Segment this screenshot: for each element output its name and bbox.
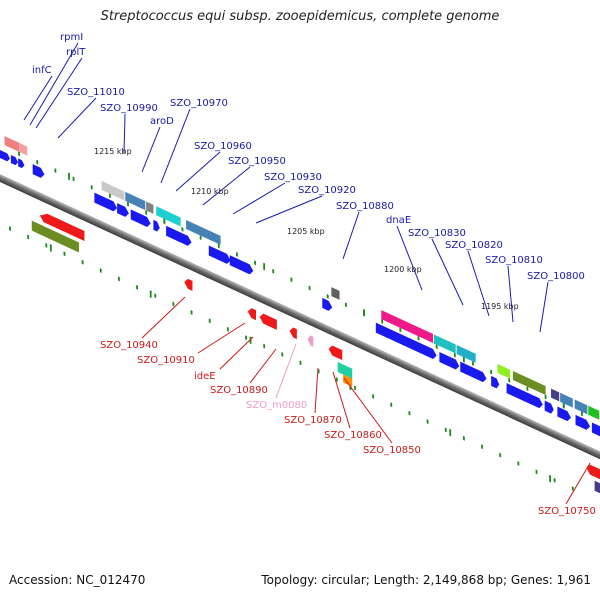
gene-label-SZO_10930: SZO_10930 — [264, 172, 322, 183]
genome-stats-label: Topology: circular; Length: 2,149,868 bp… — [261, 573, 591, 587]
top-leader-lines — [23, 42, 549, 333]
tick-row-top-outer — [18, 151, 583, 417]
map-title: Streptococcus equi subsp. zooepidemicus,… — [100, 9, 500, 24]
gene-label-aroD: aroD — [150, 116, 174, 127]
gene-label-SZO_11010: SZO_11010 — [67, 87, 125, 98]
gene-label-SZO_10940: SZO_10940 — [100, 340, 158, 351]
cds-forward-row — [0, 150, 600, 440]
gene-label-SZO_10800: SZO_10800 — [527, 271, 585, 282]
gene-label-dnaE: dnaE — [386, 215, 411, 226]
kbp-label: 1215 kbp — [94, 147, 132, 156]
features-bottom — [31, 220, 600, 497]
gene-label-rpmI: rpmI — [60, 32, 83, 43]
gene-label-SZO_10870: SZO_10870 — [284, 415, 342, 426]
bottom-leader-lines — [141, 296, 591, 505]
gene-label-SZO_m0080: SZO_m0080 — [246, 400, 307, 411]
gene-label-SZO_10810: SZO_10810 — [485, 255, 543, 266]
accession-label: Accession: NC_012470 — [9, 573, 146, 587]
gene-label-SZO_10960: SZO_10960 — [194, 141, 252, 152]
kbp-label: 1210 kbp — [191, 187, 229, 196]
gene-label-infC: infC — [32, 65, 52, 76]
gene-label-SZO_10880: SZO_10880 — [336, 201, 394, 212]
gene-label-SZO_10990: SZO_10990 — [100, 103, 158, 114]
gene-label-rplT: rplT — [66, 47, 86, 58]
gene-label-SZO_10850: SZO_10850 — [363, 445, 421, 456]
gene-label-SZO_10860: SZO_10860 — [324, 430, 382, 441]
leader-line-m0080 — [275, 343, 297, 399]
kbp-label: 1205 kbp — [287, 227, 325, 236]
cds-m0080 — [307, 335, 314, 347]
gene-label-SZO_10890: SZO_10890 — [210, 385, 268, 396]
gene-label-SZO_10750: SZO_10750 — [538, 506, 596, 517]
gene-label-SZO_10950: SZO_10950 — [228, 156, 286, 167]
genome-backbone — [0, 174, 600, 468]
gene-label-SZO_10830: SZO_10830 — [408, 228, 466, 239]
gene-label-ideE: ideE — [194, 371, 216, 382]
kbp-label: 1200 kbp — [384, 265, 422, 274]
gene-label-SZO_10820: SZO_10820 — [445, 240, 503, 251]
cds-reverse-row — [39, 213, 600, 483]
kbp-label: 1195 kbp — [481, 302, 519, 311]
features-top — [4, 136, 600, 420]
gene-label-SZO_10920: SZO_10920 — [298, 185, 356, 196]
gene-label-SZO_10910: SZO_10910 — [137, 355, 195, 366]
gene-label-SZO_10970: SZO_10970 — [170, 98, 228, 109]
